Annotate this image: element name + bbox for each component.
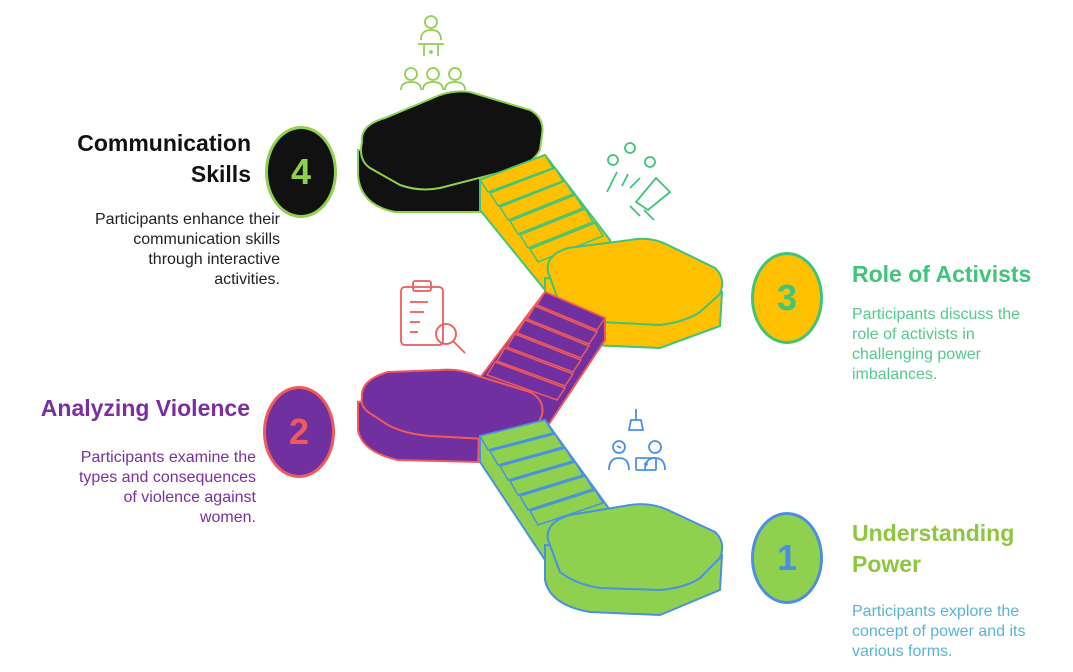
step-2-desc-line-3: of violence against [123,489,256,506]
step-1-desc-line-2: concept of power and its [852,623,1026,640]
step-3-desc-line-1: Participants discuss the [852,306,1021,323]
step-2-desc-line-2: types and consequences [78,469,256,486]
platform-1 [544,503,724,617]
step-3-description: Participants discuss the role of activis… [852,305,1072,385]
step-3-number-badge: 3 [751,252,823,344]
step-2-desc-line-4: women. [199,509,256,526]
step-4-desc-line-1: Participants enhance their [95,211,280,228]
step-4-desc-line-3: through interactive [148,251,280,268]
platform-4 [357,90,544,213]
platform-2 [357,368,544,464]
step-2-description: Participants examine the types and conse… [14,448,256,528]
step-1-desc-line-1: Participants explore the [852,603,1020,620]
teacher-students-icon [608,409,666,471]
step-3-title: Role of Activists [852,261,1032,287]
megaphone-crowd-icon [606,142,672,221]
step-2-desc-line-1: Participants examine the [80,449,256,466]
step-2-number-badge: 2 [263,386,335,478]
step-4-title: Communication Skills [30,128,251,190]
step-1-description: Participants explore the concept of powe… [852,602,1072,662]
step-2-title: Analyzing Violence [40,395,250,421]
step-1-number-badge: 1 [751,512,823,604]
step-1-title-line-2: Power [852,551,922,577]
step-4-title-line-2: Skills [190,161,251,187]
step-3-desc-line-3: challenging power [852,346,981,363]
step-1-title-line-1: Understanding [852,520,1015,546]
step-3-desc-line-2: role of activists in [852,326,975,343]
step-4-description: Participants enhance their communication… [20,210,280,290]
step-4-number-badge: 4 [265,126,337,218]
step-4-title-line-1: Communication [77,130,251,156]
step-1-title: Understanding Power [852,518,1072,580]
step-4-desc-line-2: communication skills [133,231,280,248]
step-4-desc-line-4: activities. [214,271,280,288]
step-3-desc-line-4: imbalances. [852,366,938,383]
clipboard-magnifier-icon [400,280,466,354]
step-1-desc-line-3: various forms. [852,643,953,660]
presenter-audience-icon [400,15,466,91]
